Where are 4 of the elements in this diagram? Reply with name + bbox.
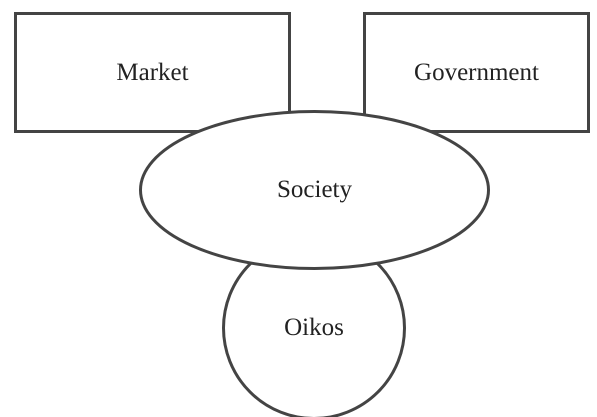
node-label: Market: [116, 58, 189, 86]
node-label: Oikos: [284, 314, 344, 342]
node-label: Government: [414, 58, 539, 86]
node-label: Society: [277, 176, 352, 204]
